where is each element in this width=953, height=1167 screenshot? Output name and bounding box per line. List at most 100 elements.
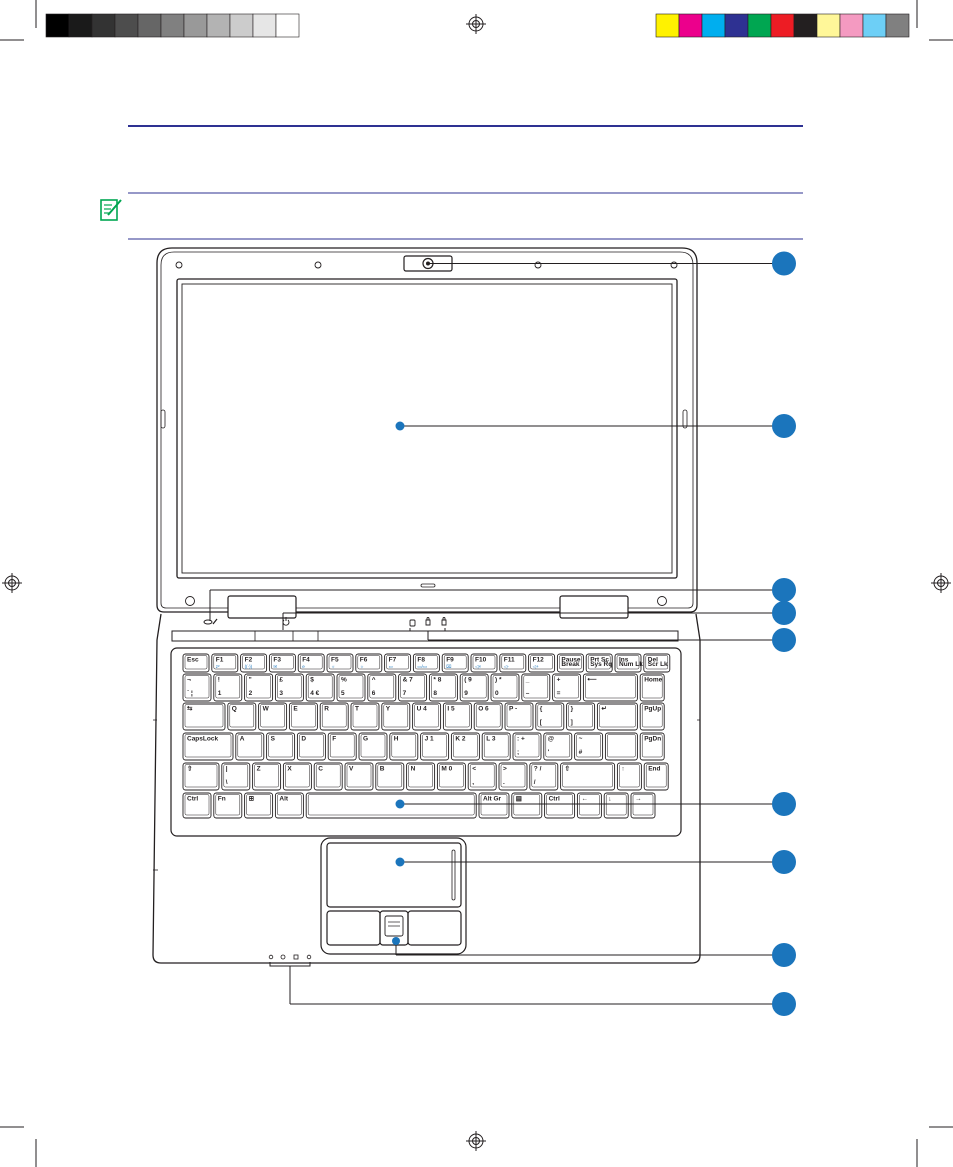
callout-markers: [772, 251, 796, 1016]
keyboard-key: ~#: [574, 732, 604, 761]
color-swatch: [655, 13, 680, 38]
keyboard-key: _–: [521, 673, 551, 702]
keyboard-key: Y: [381, 702, 411, 731]
key-label: U 4: [417, 706, 428, 713]
callout-marker-fingerprint: [772, 943, 796, 967]
key-label: Del: [648, 657, 658, 664]
callout-marker-front-indicators: [772, 992, 796, 1016]
key-label: B: [380, 766, 385, 773]
gray-swatch: [45, 13, 70, 38]
color-swatch: [724, 13, 749, 38]
keyboard-key: F12◁+: [528, 653, 556, 673]
keyboard-key: ( 99: [459, 673, 489, 702]
keyboard-key: <,: [467, 762, 497, 791]
key-label: .: [503, 779, 505, 786]
keyboard-key: F9⌧: [441, 653, 469, 673]
key-label: Scr Lk: [648, 661, 668, 668]
keyboard-key: @': [543, 732, 573, 761]
key-label: #: [579, 749, 583, 756]
key-label: 5: [341, 690, 345, 697]
keyboard-key: PgUp: [639, 702, 665, 731]
key-label: * 8: [433, 677, 441, 684]
key-label: X: [287, 766, 292, 773]
keyboard-key: U 4: [412, 702, 442, 731]
key-label: Z: [257, 766, 261, 773]
key-label: F12: [533, 657, 545, 664]
key-label: E: [293, 706, 298, 713]
key-label: V: [349, 766, 354, 773]
key-label: }: [571, 706, 574, 713]
key-label: Esc: [187, 657, 199, 664]
key-label: 4 €: [310, 690, 319, 697]
keyboard-key: Q: [227, 702, 257, 731]
keyboard-key: ↵: [596, 702, 638, 731]
key-label: O 6: [478, 706, 489, 713]
keyboard-key: X: [282, 762, 312, 791]
key-sub-label: ▭/▭: [417, 664, 428, 669]
callout-leaders: [209, 263, 778, 1005]
keyboard-key: C: [313, 762, 343, 791]
keyboard-key: ) * 0: [490, 673, 520, 702]
keyboard-key: R: [319, 702, 349, 731]
keyboard-key: : +;: [512, 732, 542, 761]
key-label: 3: [279, 690, 283, 697]
key-sub-label: ◁×: [475, 664, 481, 669]
touchpad: [320, 837, 467, 955]
key-label: ⇧: [565, 765, 570, 773]
keyboard-key: B: [375, 762, 405, 791]
keyboard-key: F3✉: [268, 653, 296, 673]
key-label: & 7: [403, 677, 414, 684]
key-label: ~: [579, 736, 583, 743]
keyboard-key: Z: [252, 762, 282, 791]
registration-mark-left: [2, 573, 22, 593]
key-label: ⊞: [249, 796, 255, 803]
gray-swatch: [252, 13, 277, 38]
key-label: ": [249, 677, 252, 684]
key-sub-label: ◁-: [504, 664, 509, 669]
keyboard-key: PgDn: [639, 732, 665, 761]
color-swatch: [839, 13, 864, 38]
keyboard-key: V: [344, 762, 374, 791]
key-label: ⇆: [187, 705, 193, 713]
keyboard-key: T: [350, 702, 380, 731]
key-label: Alt: [279, 796, 289, 803]
key-sub-label: ▭: [389, 664, 394, 669]
callout-marker-camera: [772, 251, 796, 276]
key-label: £: [279, 677, 283, 684]
hinges: [227, 595, 629, 619]
keyboard-key: ? //: [529, 762, 559, 791]
key-label: Pause: [561, 657, 581, 664]
key-label: J 1: [425, 736, 434, 743]
key-label: 0: [495, 690, 499, 697]
key-sub-label: ✉: [273, 664, 277, 669]
key-sub-label: ☼: [360, 664, 364, 669]
keyboard-key: !1: [213, 673, 243, 702]
key-sub-label: ◁+: [533, 664, 539, 669]
keyboard-key: $4 €: [305, 673, 335, 702]
key-label: ) *: [495, 677, 502, 684]
key-label: End: [648, 766, 660, 773]
key-label: P -: [509, 706, 517, 713]
keyboard-key: I 5: [442, 702, 472, 731]
display-lid: [156, 247, 698, 613]
key-label: Sys Rq: [590, 661, 612, 668]
key-label: F4: [302, 657, 310, 664]
keyboard-key: A: [235, 732, 265, 761]
keyboard-key: S: [266, 732, 296, 761]
key-label: 9: [464, 690, 468, 697]
keyboard-key: Alt Gr: [478, 792, 510, 819]
key-label: ⇧: [187, 765, 192, 773]
key-label: {: [540, 706, 543, 713]
key-label: ? /: [534, 766, 542, 773]
key-label: A: [240, 736, 245, 743]
keyboard-key: {[: [535, 702, 565, 731]
key-label: F2: [245, 657, 253, 664]
key-sub-label: ((·)): [245, 664, 253, 669]
keyboard-key: ¬` ¦: [182, 673, 212, 702]
key-label: Y: [386, 706, 391, 713]
keyboard-key: F11◁-: [499, 653, 527, 673]
key-label: ↓: [608, 796, 611, 803]
color-swatch: [678, 13, 703, 38]
keyboard-key: D: [296, 732, 326, 761]
key-label: 1: [218, 690, 222, 697]
